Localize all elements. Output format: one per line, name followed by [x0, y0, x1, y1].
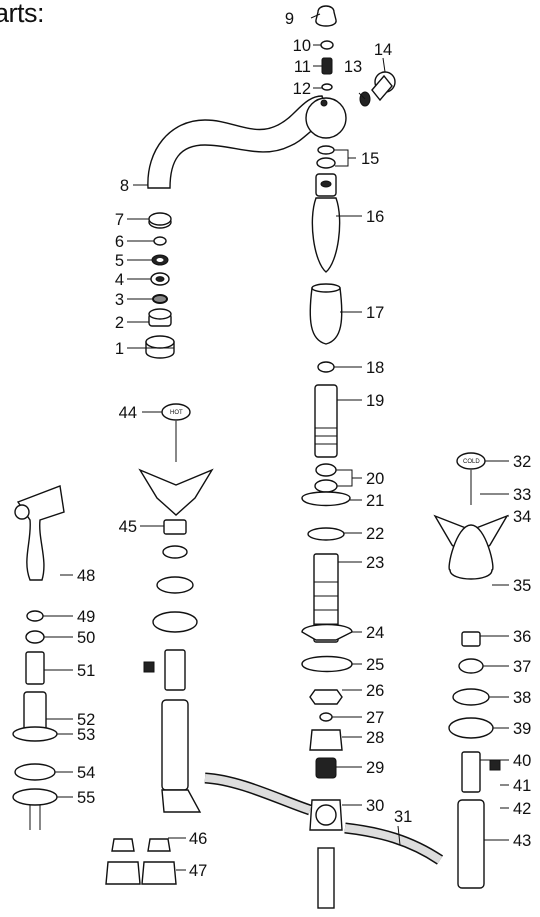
callout-6: 6	[115, 233, 124, 251]
callout-54: 54	[77, 764, 95, 782]
callout-42: 42	[513, 800, 531, 818]
callout-22: 22	[366, 525, 384, 543]
callout-35: 35	[513, 577, 531, 595]
callout-10: 10	[293, 37, 311, 55]
callout-46: 46	[189, 830, 207, 848]
callout-numbers: 9 10 11 12 13 14 15 8 16 7 6 5 4 3 2 17 …	[77, 10, 531, 880]
spout-top-parts	[315, 5, 396, 107]
callout-55: 55	[77, 789, 95, 807]
hot-cap-label: HOT	[170, 410, 183, 416]
callout-34: 34	[513, 508, 531, 526]
callout-48: 48	[77, 567, 95, 585]
diagram-heading: arts:	[0, 0, 45, 28]
central-column-parts	[301, 145, 353, 909]
callout-28: 28	[366, 729, 384, 747]
callout-2: 2	[115, 314, 124, 332]
callout-8: 8	[120, 177, 129, 195]
callout-51: 51	[77, 662, 95, 680]
callout-15: 15	[361, 150, 379, 168]
callout-3: 3	[115, 291, 124, 309]
compression-fittings	[105, 838, 177, 885]
callout-52: 52	[77, 711, 95, 729]
callout-23: 23	[366, 554, 384, 572]
cold-valve-assembly: COLD	[433, 452, 509, 889]
callout-18: 18	[366, 359, 384, 377]
callout-31: 31	[394, 808, 412, 826]
callout-53: 53	[77, 726, 95, 744]
spout	[147, 95, 347, 189]
callout-11: 11	[294, 58, 311, 76]
callout-4: 4	[115, 271, 124, 289]
callout-37: 37	[513, 658, 531, 676]
callout-17: 17	[366, 304, 384, 322]
callout-50: 50	[77, 629, 95, 647]
leader-lines	[43, 13, 509, 871]
callout-30: 30	[366, 797, 384, 815]
cold-cap-label: COLD	[463, 459, 480, 465]
callout-39: 39	[513, 720, 531, 738]
callout-41: 41	[513, 777, 531, 795]
hand-spray-assembly	[12, 485, 65, 830]
flexible-hoses	[204, 772, 444, 865]
callout-38: 38	[513, 689, 531, 707]
callout-7: 7	[115, 211, 124, 229]
callout-25: 25	[366, 656, 384, 674]
callout-43: 43	[513, 832, 531, 850]
hot-valve-assembly: HOT	[138, 403, 214, 813]
callout-45: 45	[119, 518, 137, 536]
callout-49: 49	[77, 608, 95, 626]
callout-27: 27	[366, 709, 384, 727]
callout-12: 12	[293, 80, 311, 98]
callout-21: 21	[366, 492, 384, 510]
callout-47: 47	[189, 862, 207, 880]
callout-20: 20	[366, 470, 384, 488]
callout-32: 32	[513, 453, 531, 471]
callout-33: 33	[513, 486, 531, 504]
callout-1: 1	[115, 340, 124, 358]
spout-aerator-parts	[145, 212, 175, 359]
callout-14: 14	[374, 41, 392, 59]
callout-13: 13	[344, 58, 362, 76]
callout-24: 24	[366, 624, 384, 642]
callout-44: 44	[119, 404, 137, 422]
callout-9: 9	[285, 10, 294, 28]
callout-5: 5	[115, 252, 124, 270]
callout-19: 19	[366, 392, 384, 410]
callout-40: 40	[513, 752, 531, 770]
callout-16: 16	[366, 208, 384, 226]
callout-36: 36	[513, 628, 531, 646]
callout-29: 29	[366, 759, 384, 777]
callout-26: 26	[366, 682, 384, 700]
